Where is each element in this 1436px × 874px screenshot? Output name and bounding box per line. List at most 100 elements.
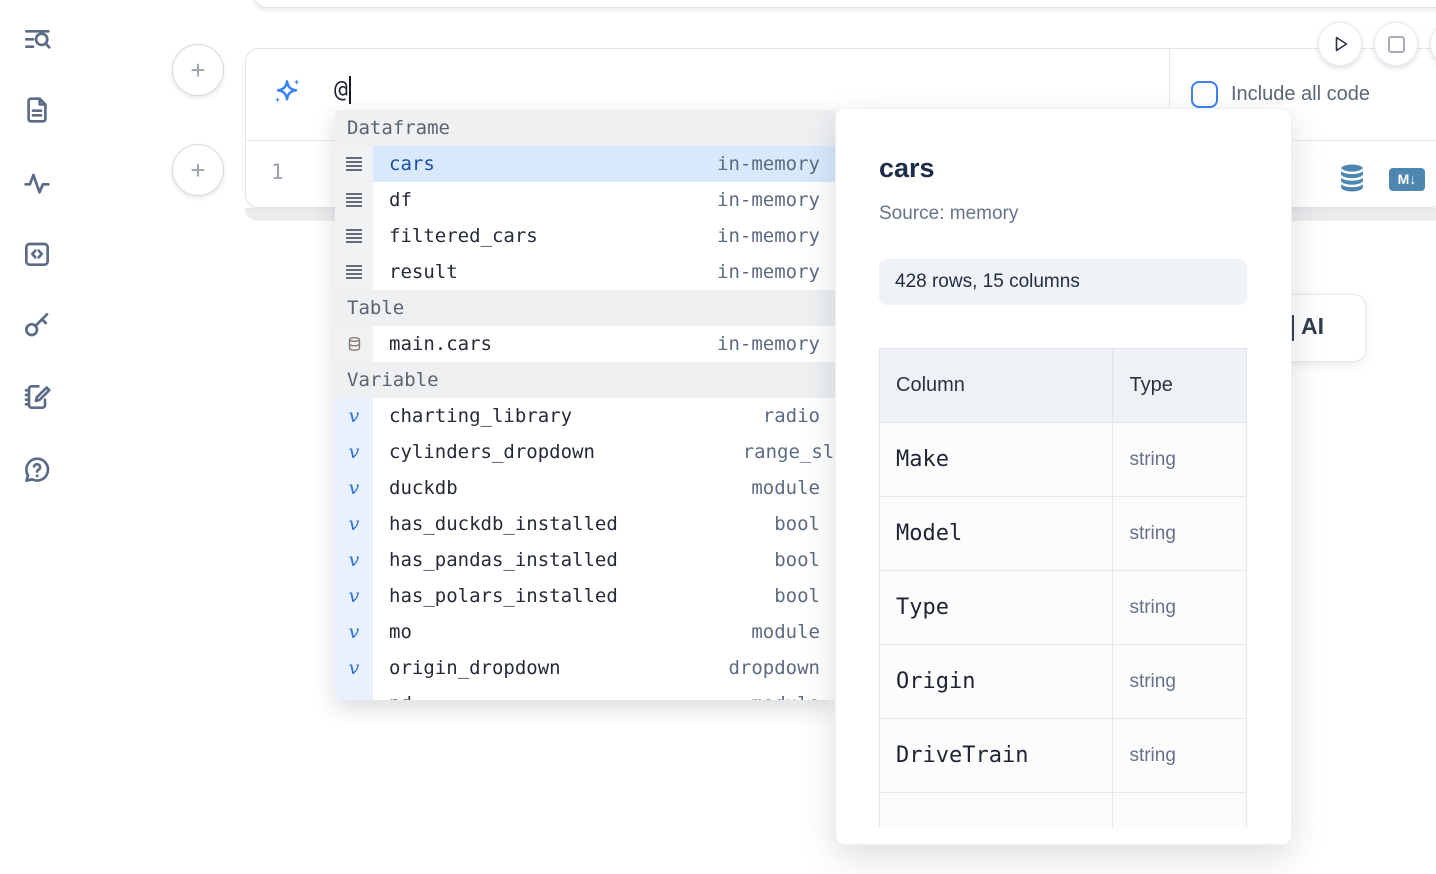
previous-cell-edge <box>252 0 1436 8</box>
variable-icon: v <box>335 614 373 650</box>
include-all-code-label: Include all code <box>1231 83 1370 105</box>
help-chat-icon[interactable] <box>18 451 56 489</box>
column-name: Make <box>879 422 1114 497</box>
item-type: module <box>751 477 820 499</box>
variable-icon: v <box>335 398 373 434</box>
variable-icon: v <box>348 585 360 607</box>
variable-icon: v <box>348 441 360 463</box>
run-cell-button[interactable] <box>1318 22 1362 66</box>
dataframe-rows-icon <box>335 146 373 182</box>
preview-title: cars <box>879 153 935 183</box>
autocomplete-item-cars[interactable]: cars in-memory <box>335 146 835 182</box>
column-type: string <box>1112 644 1247 719</box>
item-name: has_pandas_installed <box>389 549 618 571</box>
schema-header-column: Column <box>879 348 1114 423</box>
shape-badge: 428 rows, 15 columns <box>879 259 1247 305</box>
autocomplete-section-header: Dataframe <box>335 110 835 146</box>
column-type: string <box>1112 718 1247 793</box>
dataframe-rows-icon <box>335 254 373 290</box>
variable-icon: v <box>349 693 360 700</box>
variable-icon: v <box>348 477 360 499</box>
helper-sidebar <box>0 0 72 874</box>
variable-icon: v <box>335 686 373 700</box>
add-cell-above-button[interactable]: + <box>172 44 224 96</box>
variable-icon: v <box>335 434 373 470</box>
ai-prompt-row[interactable]: @ Include all code <box>246 49 1436 140</box>
variable-icon: v <box>348 549 360 571</box>
variable-icon: v <box>348 657 360 679</box>
item-type: bool <box>774 585 820 607</box>
notebook-pen-icon[interactable] <box>18 378 56 416</box>
item-type: bool <box>774 513 820 535</box>
item-type: dropdown <box>728 657 820 679</box>
item-type: radio <box>762 405 820 427</box>
database-icon[interactable] <box>1336 162 1368 194</box>
item-name: has_duckdb_installed <box>389 513 618 535</box>
autocomplete-item-origin_dropdown[interactable]: v origin_dropdown dropdown <box>335 650 835 686</box>
stop-button[interactable] <box>1374 22 1418 66</box>
add-cell-below-button[interactable]: + <box>172 144 224 196</box>
variable-icon: v <box>335 542 373 578</box>
ai-prompt-input[interactable]: @ <box>334 76 351 104</box>
variable-icon: v <box>335 470 373 506</box>
item-type: module <box>751 621 820 643</box>
item-type: in-memory <box>717 153 820 175</box>
autocomplete-item-pd[interactable]: vpdmodule <box>335 686 835 700</box>
item-name: has_polars_installed <box>389 585 618 607</box>
schema-header-type: Type <box>1112 348 1247 423</box>
column-type: string <box>1112 570 1247 645</box>
item-name: mo <box>389 621 412 643</box>
prompt-value: @ <box>334 77 348 103</box>
item-name: cars <box>389 153 435 175</box>
item-name: origin_dropdown <box>389 657 561 679</box>
stop-icon <box>1387 35 1405 53</box>
autocomplete-item-has_polars_installed[interactable]: v has_polars_installed bool <box>335 578 835 614</box>
schema-row-clipped <box>879 792 1247 828</box>
item-type: module <box>751 693 835 700</box>
prompt-divider <box>1169 49 1170 140</box>
autocomplete-section-header: Table <box>335 290 835 326</box>
column-type: string <box>1112 496 1247 571</box>
activity-icon[interactable] <box>18 164 56 202</box>
variable-icon: v <box>335 650 373 686</box>
column-name: Model <box>879 496 1114 571</box>
column-name: Origin <box>879 644 1114 719</box>
item-type: bool <box>774 549 820 571</box>
item-name: df <box>389 189 412 211</box>
autocomplete-item-cylinders_dropdown[interactable]: v cylinders_dropdown range_slider <box>335 434 835 470</box>
autocomplete-section-header: Variable <box>335 362 835 398</box>
column-name: Type <box>879 570 1114 645</box>
sparkles-icon <box>270 75 304 109</box>
key-icon[interactable] <box>18 306 56 344</box>
autocomplete-item-has_duckdb_installed[interactable]: v has_duckdb_installed bool <box>335 506 835 542</box>
preview-source: Source: memory <box>879 203 1019 224</box>
item-type: range_slider <box>742 441 835 463</box>
clipped-letter-stroke <box>1291 315 1294 341</box>
include-all-code-checkbox[interactable] <box>1191 81 1218 108</box>
dataframe-preview-panel: cars Source: memory 428 rows, 15 columns… <box>835 108 1292 845</box>
autocomplete-item-has_pandas_installed[interactable]: v has_pandas_installed bool <box>335 542 835 578</box>
column-name: DriveTrain <box>879 718 1114 793</box>
variable-icon: v <box>348 513 360 535</box>
markdown-convert-icon[interactable]: M↓ <box>1389 168 1425 191</box>
file-text-icon[interactable] <box>18 91 56 129</box>
list-search-icon[interactable] <box>18 21 56 59</box>
code-box-icon[interactable] <box>18 235 56 273</box>
item-name: cylinders_dropdown <box>389 441 595 463</box>
variable-icon: v <box>335 506 373 542</box>
item-type: in-memory <box>717 333 820 355</box>
